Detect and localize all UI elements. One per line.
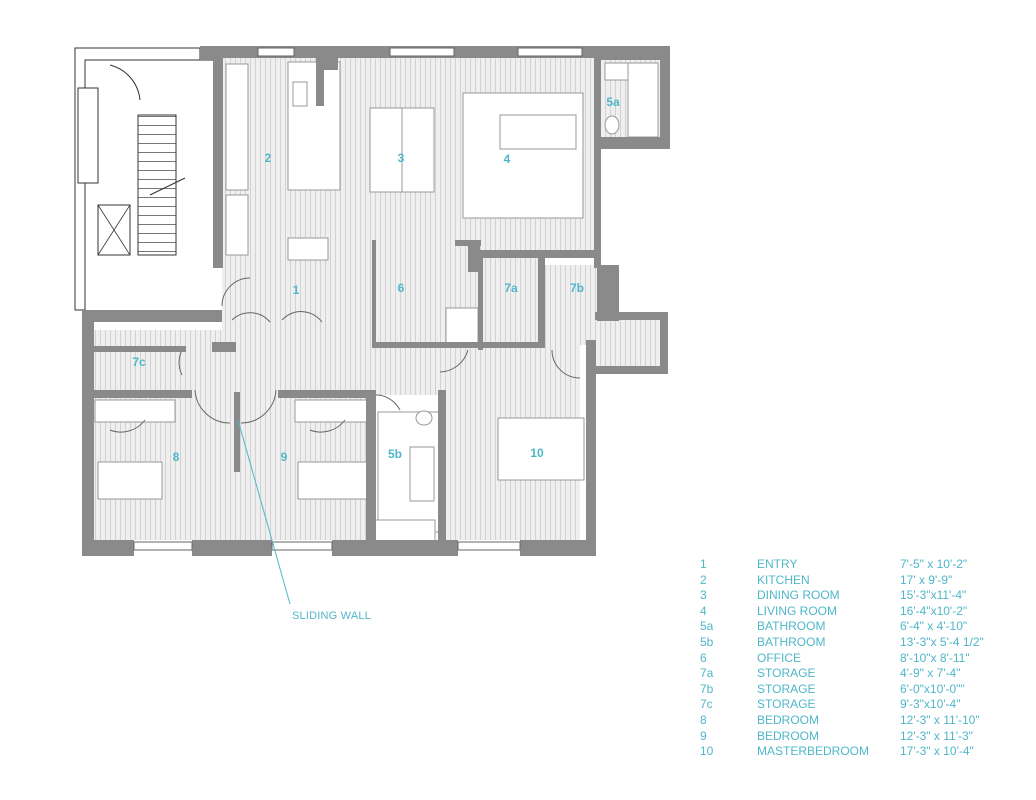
stairwell: [74, 47, 221, 311]
legend-num: 5a: [700, 619, 714, 634]
legend-dim: 6'-0"x10'-0"": [900, 681, 965, 696]
legend-row: 5b BATHROOM 13'-3"x 5'-4 1/2": [700, 635, 1000, 651]
legend-row: 10 MASTERBEDROOM 17'-3" x 10'-4": [700, 744, 1000, 760]
legend-row: 7c STORAGE 9'-3"x10'-4": [700, 697, 1000, 713]
legend-num: 7c: [700, 697, 713, 712]
legend-num: 1: [700, 557, 707, 571]
legend-num: 7b: [700, 681, 714, 696]
room-label-3: 3: [397, 151, 405, 165]
legend-row: 7b STORAGE 6'-0"x10'-0"": [700, 682, 1000, 698]
legend-num: 2: [700, 572, 707, 587]
legend-name: DINING ROOM: [757, 588, 840, 603]
legend-num: 10: [700, 744, 714, 759]
legend-dim: 15'-3"x11'-4": [900, 588, 967, 603]
legend-dim: 9'-3"x10'-4": [900, 697, 961, 712]
legend-dim: 16'-4"x10'-2": [900, 603, 968, 618]
legend-row: 7a STORAGE 4'-9" x 7'-4": [700, 666, 1000, 682]
legend-name: MASTERBEDROOM: [757, 744, 870, 759]
room-label-1: 1: [292, 283, 300, 297]
legend-dim: 17' x 9'-9": [900, 572, 953, 587]
walls: [82, 46, 670, 556]
legend-num: 8: [700, 712, 707, 727]
legend-name: ENTRY: [757, 557, 798, 571]
legend-dim: 8'-10"x 8'-11": [900, 650, 970, 665]
room-label-2: 2: [264, 151, 272, 165]
legend-num: 3: [700, 588, 707, 603]
room-label-4: 4: [503, 152, 511, 166]
legend-num: 9: [700, 728, 707, 743]
legend-dim: 4'-9" x 7'-4": [900, 666, 961, 681]
legend-row: 4 LIVING ROOM 16'-4"x10'-2": [700, 604, 1000, 620]
legend-row: 8 BEDROOM 12'-3" x 11'-10": [700, 713, 1000, 729]
legend-num: 7a: [700, 666, 714, 681]
legend-name: STORAGE: [757, 666, 816, 681]
room-label-7b: 7b: [569, 281, 585, 295]
legend-name: STORAGE: [757, 697, 816, 712]
room-label-10: 10: [530, 446, 544, 460]
legend-row: 6 OFFICE 8'-10"x 8'-11": [700, 651, 1000, 667]
room-label-7c: 7c: [132, 355, 146, 369]
legend-name: KITCHEN: [757, 572, 810, 587]
legend-name: BATHROOM: [757, 619, 826, 634]
sliding-wall-label: SLIDING WALL: [292, 610, 372, 622]
legend-name: OFFICE: [757, 650, 801, 665]
windows: [133, 47, 583, 551]
legend-dim: 12'-3" x 11'-10": [900, 712, 980, 727]
legend-name: BEDROOM: [757, 712, 820, 727]
door-swings: [109, 277, 581, 433]
legend-row: 3 DINING ROOM 15'-3"x11'-4": [700, 588, 1000, 604]
legend-dim: 13'-3"x 5'-4 1/2": [900, 634, 984, 649]
legend-row: 1 ENTRY 7'-5" x 10'-2": [700, 557, 1000, 573]
legend-dim: 12'-3" x 11'-3": [900, 728, 973, 743]
legend-dim: 17'-3" x 10'-4": [900, 744, 974, 759]
legend-name: STORAGE: [757, 681, 816, 696]
legend-dim: 7'-5" x 10'-2": [900, 557, 968, 571]
room-label-8: 8: [172, 450, 180, 464]
sliding-wall-leader: [237, 419, 291, 605]
room-label-7a: 7a: [504, 281, 518, 295]
room-schedule-legend: 1 ENTRY 7'-5" x 10'-2" 2 KITCHEN 17' x 9'-9"…: [700, 557, 1000, 760]
legend-name: LIVING ROOM: [757, 603, 838, 618]
legend-num: 6: [700, 650, 707, 665]
legend-name: BATHROOM: [757, 634, 826, 649]
room-label-6: 6: [397, 281, 405, 295]
furniture: [94, 61, 659, 549]
room-label-9: 9: [280, 450, 288, 464]
legend-row: 5a BATHROOM 6'-4" x 4'-10": [700, 619, 1000, 635]
legend-row: 2 KITCHEN 17' x 9'-9": [700, 573, 1000, 589]
room-label-5a: 5a: [606, 95, 620, 109]
room-label-5b: 5b: [387, 447, 403, 461]
legend-num: 4: [700, 603, 707, 618]
legend-dim: 6'-4" x 4'-10": [900, 619, 968, 634]
legend-name: BEDROOM: [757, 728, 820, 743]
legend-num: 5b: [700, 634, 714, 649]
legend-row: 9 BEDROOM 12'-3" x 11'-3": [700, 729, 1000, 745]
